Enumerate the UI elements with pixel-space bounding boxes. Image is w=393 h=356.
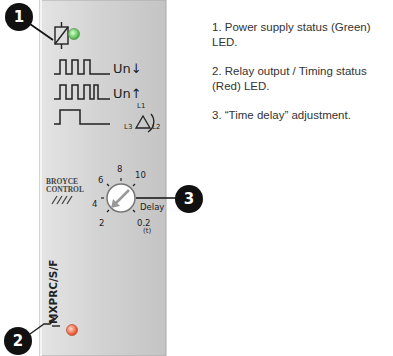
dial-scale: 6	[98, 176, 103, 185]
dial-label: (t)	[143, 228, 151, 235]
callout-number: 1	[14, 10, 24, 25]
phase-triangle	[136, 114, 154, 132]
dial-label: Delay	[140, 203, 164, 212]
phase-label: L3	[124, 124, 132, 131]
leader-line	[30, 24, 53, 40]
dial-scale: 4	[92, 200, 97, 209]
green-led	[69, 29, 80, 40]
red-led	[67, 325, 78, 336]
dial-scale: 0.2	[137, 219, 151, 228]
logo-hatch	[52, 196, 72, 204]
legend-note: 1. Power supply status (Green) LED.	[212, 20, 384, 50]
callout-circle: 2	[4, 327, 32, 355]
legend-note: 2. Relay output / Timing status (Red) LE…	[212, 64, 384, 94]
waveform-symbols	[54, 60, 110, 124]
callout-number: 2	[13, 334, 23, 349]
phase-label: L1	[137, 103, 145, 110]
legend-note: 3. “Time delay” adjustment.	[212, 108, 384, 123]
phase-label: L2	[152, 124, 160, 131]
relay-symbol	[55, 22, 68, 49]
model-number: MXPRC/S/F	[48, 260, 59, 324]
callout-number: 3	[184, 192, 194, 207]
front-panel	[40, 0, 166, 356]
signal-label: Un↓	[113, 62, 142, 75]
delay-dial	[101, 178, 135, 212]
dial-scale: 2	[99, 219, 104, 228]
signal-label: Un↑	[113, 87, 142, 100]
callout-circle: 3	[175, 185, 203, 213]
panel-edge	[40, 0, 42, 356]
dial-scale: 10	[135, 171, 146, 180]
callout-circle: 1	[5, 3, 33, 31]
dial-scale: 8	[117, 165, 122, 174]
brand-logo: BROYCE CONTROL	[46, 178, 80, 194]
leader-line	[136, 197, 176, 199]
